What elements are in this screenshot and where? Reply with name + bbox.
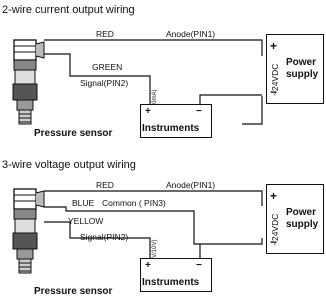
instruments-2 (140, 258, 212, 292)
yellow-wire-label: YELLOW (68, 216, 104, 226)
common-pin3-label: Common ( PIN3) (102, 198, 166, 208)
instruments-1 (140, 104, 212, 138)
pressure-sensor-2-drawing (12, 188, 45, 274)
pressure-sensor-label-1: Pressure sensor (34, 128, 113, 139)
instruments-minus-1: − (196, 106, 202, 117)
instruments-plus-1: + (145, 106, 151, 117)
power-supply-label-1b: supply (286, 69, 319, 80)
section2-title: 3-wire voltage output wiring (2, 159, 136, 171)
power-supply-1 (266, 34, 324, 104)
instruments-label-2: Instruments (142, 277, 200, 288)
pressure-sensor-label-2: Pressure sensor (34, 286, 113, 297)
blue-wire-label: BLUE (72, 198, 95, 208)
power-plus-1: + (270, 39, 278, 53)
red-wire-label-2: RED (96, 180, 114, 190)
power-plus-2: + (270, 189, 278, 203)
power-supply-2 (266, 184, 324, 254)
green-wire-label: GREEN (92, 62, 123, 72)
power-supply-label-1a: Power (286, 57, 317, 68)
power-minus-2: − (270, 235, 278, 249)
pressure-sensor-1-drawing (12, 39, 45, 125)
red-wire-label: RED (96, 29, 114, 39)
signal-pin2-label: Signal(PIN2) (80, 78, 129, 88)
instruments-label-1: Instruments (142, 123, 200, 134)
power-supply-label-2b: supply (286, 219, 319, 230)
instruments-minus-2: − (196, 260, 202, 271)
anode-pin1-label: Anode(PIN1) (166, 29, 216, 39)
power-supply-label-2a: Power (286, 207, 317, 218)
anode-pin1-label-2: Anode(PIN1) (166, 180, 216, 190)
instruments-plus-2: + (145, 260, 151, 271)
section1-title: 2-wire current output wiring (2, 4, 135, 16)
power-minus-1: − (270, 85, 278, 99)
signal-pin2-label-2: Signal(PIN2) (80, 232, 129, 242)
